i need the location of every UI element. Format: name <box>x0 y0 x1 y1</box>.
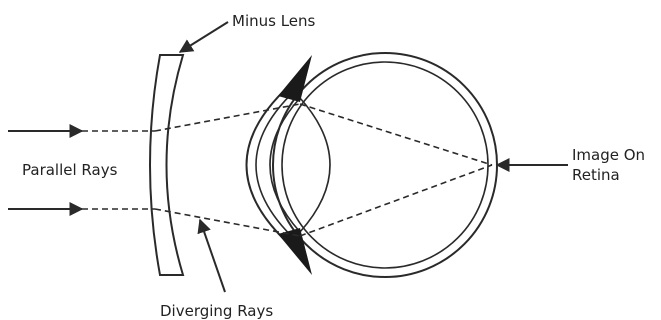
minus-lens-pointer <box>180 22 228 52</box>
minus-lens <box>150 55 183 275</box>
parallel-rays-label: Parallel Rays <box>22 161 118 179</box>
eyeball <box>273 53 497 277</box>
image-on-retina-label-line2: Retina <box>572 166 620 184</box>
iris-top <box>278 55 312 102</box>
image-on-retina-label-line1: Image On <box>572 146 645 164</box>
diverging-ray-top <box>155 104 300 131</box>
minus-lens-label: Minus Lens <box>232 12 316 30</box>
diverging-rays-pointer <box>200 220 225 292</box>
crystalline-lens <box>270 98 330 232</box>
diverging-rays-label: Diverging Rays <box>160 302 273 320</box>
